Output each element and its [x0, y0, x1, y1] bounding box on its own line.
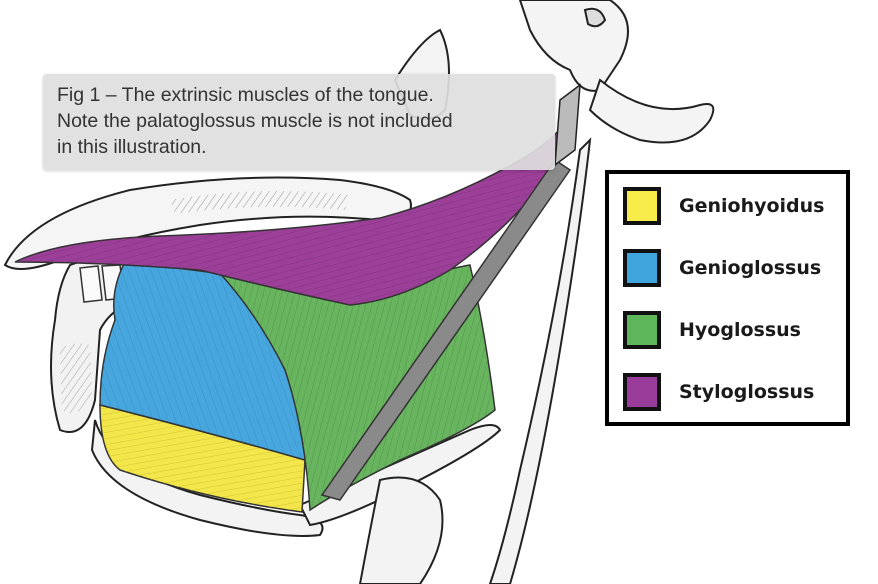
legend-label: Genioglossus	[679, 257, 822, 279]
caption-line-3: in this illustration.	[57, 136, 207, 158]
stylohyoid-band	[320, 158, 572, 501]
caption-line-1: Fig 1 – The extrinsic muscles of the ton…	[57, 84, 434, 106]
legend-swatch-blue	[623, 249, 661, 287]
legend-swatch-green	[623, 311, 661, 349]
legend-item-geniohyoidus: Geniohyoidus	[623, 182, 825, 230]
figure-caption: Fig 1 – The extrinsic muscles of the ton…	[43, 74, 555, 170]
legend-swatch-purple	[623, 373, 661, 411]
mandible-hatching	[170, 191, 350, 214]
styloid-process	[554, 83, 581, 167]
legend-label: Hyoglossus	[679, 319, 801, 341]
styloglossus-fibers	[15, 118, 571, 305]
legend: Geniohyoidus Genioglossus Hyoglossus Sty…	[605, 170, 850, 426]
legend-label: Geniohyoidus	[679, 195, 825, 217]
legend-item-styloglossus: Styloglossus	[623, 368, 814, 416]
hyoglossus-fibers	[215, 265, 495, 510]
legend-swatch-yellow	[623, 187, 661, 225]
legend-item-hyoglossus: Hyoglossus	[623, 306, 801, 354]
caption-line-2: Note the palatoglossus muscle is not inc…	[57, 110, 453, 132]
legend-item-genioglossus: Genioglossus	[623, 244, 821, 292]
legend-label: Styloglossus	[679, 381, 815, 403]
geniohyoid-fibers	[100, 405, 305, 512]
lower-structure	[358, 476, 444, 584]
